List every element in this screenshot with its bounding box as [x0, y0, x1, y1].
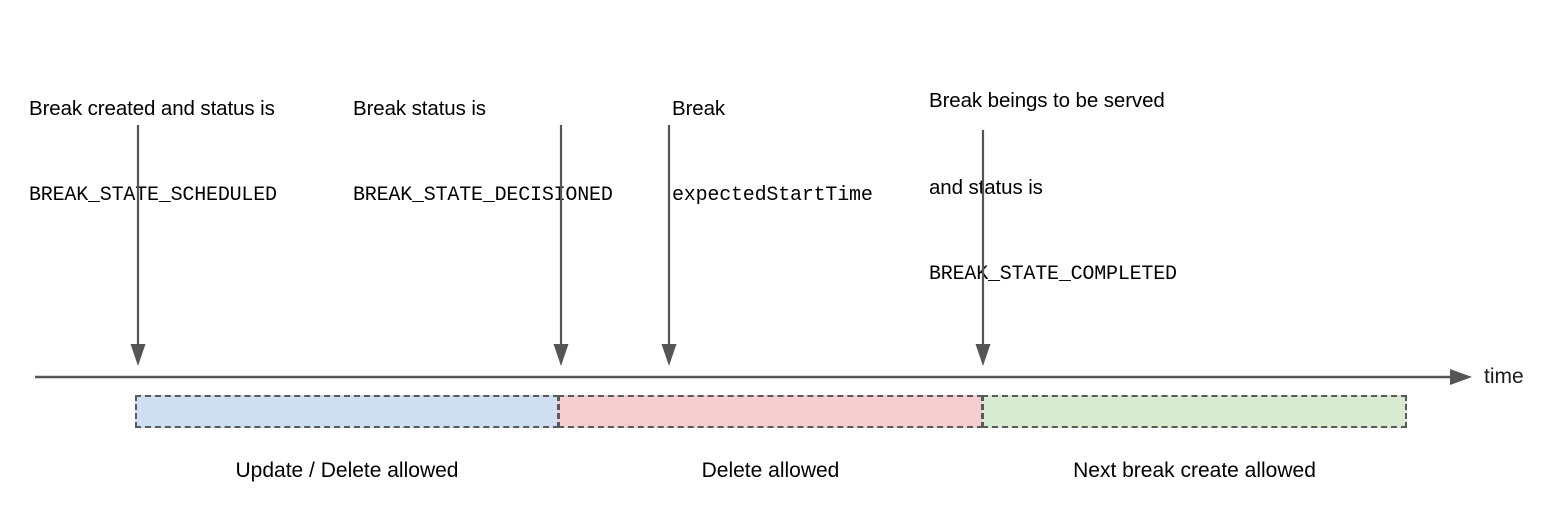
phase-bar-completed	[982, 395, 1407, 428]
annotation-expected-line1: Break	[672, 97, 726, 120]
annotation-break-expected-start-time: Break expectedStartTime	[672, 36, 873, 268]
axis-label-time: time	[1484, 365, 1524, 388]
drop-arrow-completed-icon	[975, 130, 991, 366]
annotation-completed-state-code: BREAK_STATE_COMPLETED	[929, 263, 1177, 286]
axis-arrowhead-icon	[1450, 369, 1472, 385]
annotation-decisioned-state-code: BREAK_STATE_DECISIONED	[353, 184, 613, 207]
annotation-break-completed: Break beings to be served and status is …	[929, 28, 1177, 347]
annotation-decisioned-line1: Break status is	[353, 97, 486, 120]
annotation-scheduled-line1: Break created and status is	[29, 97, 275, 120]
annotation-break-scheduled: Break created and status is BREAK_STATE_…	[29, 36, 277, 268]
annotation-scheduled-state-code: BREAK_STATE_SCHEDULED	[29, 184, 277, 207]
annotation-completed-line1: Break beings to be served	[929, 89, 1165, 112]
phase-bar-decisioned	[558, 395, 983, 428]
drop-arrow-scheduled-icon	[130, 125, 146, 366]
annotation-break-decisioned: Break status is BREAK_STATE_DECISIONED	[353, 36, 613, 268]
phase-bar-scheduled	[135, 395, 559, 428]
phase-caption-update-delete-allowed: Update / Delete allowed	[235, 459, 459, 482]
timeline-axis	[35, 369, 1472, 385]
annotation-expected-field-name: expectedStartTime	[672, 184, 873, 207]
phase-caption-next-break-create-allowed: Next break create allowed	[1073, 459, 1316, 482]
drop-arrow-expected-start-time-icon	[661, 125, 677, 366]
annotation-completed-line2: and status is	[929, 176, 1043, 199]
drop-arrow-decisioned-icon	[553, 125, 569, 366]
phase-caption-delete-allowed: Delete allowed	[701, 459, 840, 482]
